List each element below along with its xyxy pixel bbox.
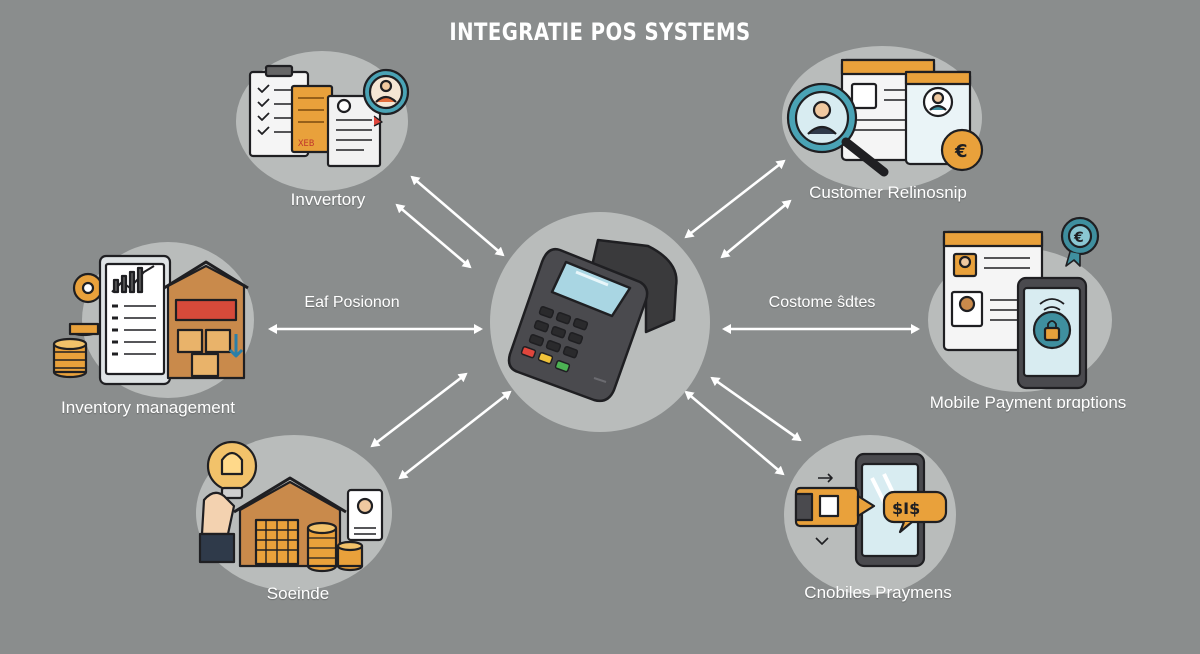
page-title: INTEGRATIE POS SYSTEMS: [449, 18, 751, 46]
node-label-bottom-left: Soeinde: [266, 584, 330, 603]
node-label-middle-right: Mobile Payment ɒrɑptions: [929, 393, 1127, 412]
arrow-label-left: Eaf Posionon: [304, 294, 400, 311]
node-label-top-left: Invvertory: [290, 190, 366, 209]
node-top-right: €: [782, 46, 984, 190]
arrow-top-left-b: [395, 203, 472, 269]
store-idea-icon: [198, 440, 384, 573]
pos-terminal-icon: [507, 238, 678, 403]
inventory-management-icon: [52, 254, 249, 386]
svg-text:€: €: [1073, 230, 1084, 246]
arrow-bottom-right-b: [684, 390, 785, 476]
svg-text:$I$: $I$: [892, 499, 920, 518]
node-middle-left: [52, 242, 254, 398]
node-label-bottom-right: Cnobiles Praymens: [804, 583, 952, 602]
customer-relationship-icon: €: [786, 58, 984, 177]
connector-arrows: [268, 159, 920, 480]
inventory-documents-icon: XEB: [248, 64, 410, 168]
arrow-bottom-right-a: [710, 376, 802, 442]
mobile-payment-options-icon: €: [942, 216, 1100, 390]
node-middle-right: €: [928, 216, 1112, 392]
node-top-left: XEB: [236, 51, 410, 191]
arrow-label-right: Costome ŝdtes: [768, 294, 876, 311]
node-label-middle-left: Inventory management: [61, 398, 235, 417]
mobile-payments-icon: $I$: [794, 452, 948, 568]
svg-text:€: €: [954, 141, 968, 162]
node-bottom-right: $I$: [784, 435, 956, 595]
arrow-top-left-a: [410, 175, 505, 257]
arrow-top-right-b: [720, 199, 792, 259]
svg-text:XEB: XEB: [298, 139, 314, 149]
node-bottom-left: [196, 435, 392, 591]
arrow-top-right-a: [684, 159, 786, 239]
arrow-bottom-left-b: [398, 390, 512, 480]
arrow-bottom-left-a: [370, 372, 468, 448]
node-label-top-right: Customer Relinosnip: [809, 183, 967, 202]
center-node: [490, 212, 710, 432]
